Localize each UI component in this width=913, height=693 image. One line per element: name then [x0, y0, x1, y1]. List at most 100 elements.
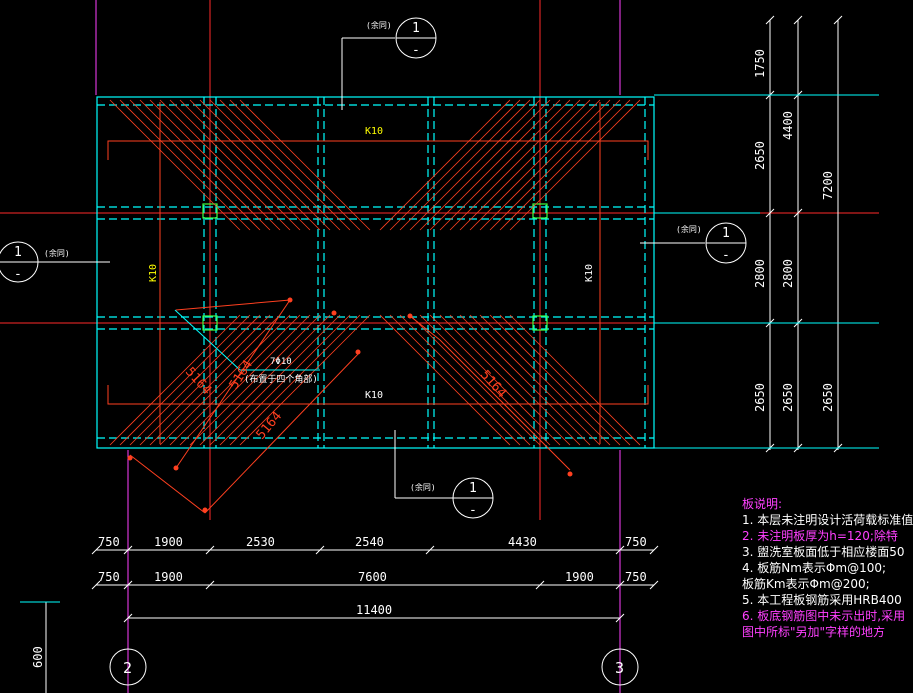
section-top-num: 1 [412, 21, 420, 36]
dim-r1-5: 750 [625, 535, 647, 549]
notes-line-1: 1. 本层未注明设计活荷载标准值 [742, 513, 913, 527]
hatch-line [229, 314, 361, 446]
dim-tick-mark [425, 545, 435, 555]
hatch-line [429, 314, 561, 446]
section-right-num: 1 [722, 226, 730, 241]
dim-tick-mark [615, 613, 625, 623]
section-left-sub: - [14, 267, 22, 282]
slab-label-bottom: K10 [365, 390, 383, 401]
diag-dim-1 [129, 454, 206, 514]
hatch-line [209, 314, 341, 446]
diag-dim-4 [175, 299, 291, 311]
dim-tick [407, 313, 413, 319]
diag-dim-3 [175, 299, 291, 469]
diag-dim-2 [204, 351, 361, 514]
dim-tick-mark [649, 545, 659, 555]
hatch-line [409, 314, 541, 446]
dim-right-bottom: 2650 [821, 383, 835, 412]
dim-tick-mark [765, 15, 775, 25]
dim-tick-mark [91, 545, 101, 555]
hatch-line [459, 314, 591, 446]
dim-right-mid-2: 2650 [781, 383, 795, 412]
dim-right-mid-0: 4400 [781, 111, 795, 140]
hatch-line [419, 314, 551, 446]
hatch-line [469, 314, 601, 446]
dim-tick-mark [793, 15, 803, 25]
hatch-line [189, 314, 321, 446]
section-bottom-sub: - [469, 503, 477, 518]
dim-tick-mark [833, 15, 843, 25]
section-tag-left: (余同) [44, 248, 70, 258]
hatch-line [479, 314, 611, 446]
axis-bubble-2 [109, 648, 147, 686]
hatch-line [459, 99, 591, 231]
hatch-line [179, 99, 311, 231]
slab-label-top: K10 [365, 126, 383, 137]
hatch-line [379, 314, 511, 446]
dim-tick-mark [205, 580, 215, 590]
corner-rebar-hatch [109, 99, 641, 446]
axis-label-3: 3 [615, 659, 624, 677]
dim-r2-4: 750 [625, 570, 647, 584]
dim-tick-mark [765, 208, 775, 218]
hatch-line [389, 99, 521, 231]
column-4 [532, 315, 548, 331]
hatch-line [389, 314, 521, 446]
hatch-line [139, 314, 271, 446]
bar-leader [174, 309, 241, 371]
hatch-line [469, 99, 601, 231]
hatch-line [139, 99, 271, 231]
hatch-line [499, 314, 631, 446]
dim-tick-mark [123, 613, 133, 623]
hatch-line [509, 314, 641, 446]
notes-title: 板说明: [742, 497, 783, 511]
notes-line-8: 图中所标"另加"字样的地方 [742, 625, 886, 639]
bar-note: (布置于四个角部) [244, 373, 318, 385]
hatch-line [439, 314, 571, 446]
dim-tick-mark [793, 208, 803, 218]
slab-outline [96, 96, 655, 449]
section-tag-top: (余同) [366, 20, 392, 30]
dim-right-inner-3: 2650 [753, 383, 767, 412]
hatch-line [409, 99, 541, 231]
rebar-hook-top [107, 140, 649, 160]
hatch-line [119, 99, 251, 231]
dim-right-inner-0: 1750 [753, 49, 767, 78]
hatch-line [119, 314, 251, 446]
hatch-line [159, 314, 291, 446]
dim-r2-1: 1900 [154, 570, 183, 584]
dim-right-total: 7200 [821, 171, 835, 200]
dim-tick [202, 507, 208, 513]
hatch-line [159, 99, 291, 231]
notes-line-7: 6. 板底钢筋图中未示出时,采用 [742, 609, 906, 623]
dim-tick [567, 471, 573, 477]
hatch-line [379, 99, 511, 231]
section-top-sub: - [412, 43, 420, 58]
dim-r2-2: 7600 [358, 570, 387, 584]
rebar-hook-bottom [107, 385, 649, 405]
dim-r1-0: 750 [98, 535, 120, 549]
slab-label-left: K10 [148, 264, 159, 282]
dim-tick-mark [615, 545, 625, 555]
hatch-line [509, 99, 641, 231]
hatch-line [449, 314, 581, 446]
diag-dim-5 [439, 339, 571, 471]
dim-tick [287, 297, 293, 303]
hatch-line [179, 314, 311, 446]
hatch-line [239, 99, 371, 231]
hatch-line [169, 314, 301, 446]
notes-line-6: 5. 本工程板钢筋采用HRB400 [742, 593, 902, 607]
dim-total: 11400 [356, 603, 392, 617]
hatch-line [189, 99, 321, 231]
axis-label-2: 2 [123, 659, 132, 677]
dim-r2-3: 1900 [565, 570, 594, 584]
dim-tick-mark [315, 545, 325, 555]
hatch-line [149, 314, 281, 446]
diag-length-4: 5164 [477, 368, 509, 401]
axis-bubble-3 [601, 648, 639, 686]
hatch-line [489, 99, 621, 231]
hatch-line [169, 99, 301, 231]
dim-tick-mark [123, 545, 133, 555]
hatch-line [499, 99, 631, 231]
hatch-line [439, 99, 571, 231]
